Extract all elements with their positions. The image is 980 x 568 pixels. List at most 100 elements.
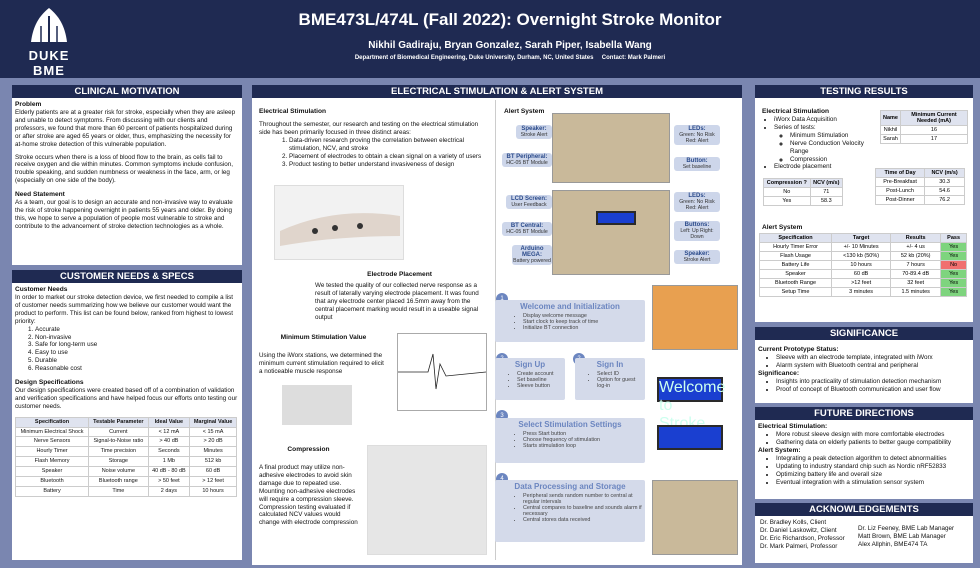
ack-name: Matt Brown, BME Lab Manager: [858, 532, 946, 540]
contact: Contact: Mark Palmeri: [601, 55, 666, 61]
label-sub: Set baseline: [682, 164, 712, 170]
cell: 40 dB - 80 dB: [147, 466, 191, 477]
cell: <130 kb (50%): [831, 251, 892, 261]
pass-cell: Yes: [940, 251, 967, 261]
cell: 32 feet: [890, 278, 942, 288]
acknowledgements-panel: ACKNOWLEDGEMENTS Dr. Bradley Kolls, Clie…: [755, 503, 973, 563]
label-title: BT Central:: [510, 223, 544, 229]
cell: > 20 dB: [189, 436, 237, 448]
data-photo: [652, 480, 738, 555]
lcd-screen: [596, 211, 636, 225]
cell: 3 minutes: [831, 287, 892, 297]
future-as-heading: Alert System:: [758, 446, 801, 454]
list-item: Peripheral sends random number to centra…: [523, 493, 645, 505]
cell: Time: [88, 485, 149, 497]
cell: 10 hours: [189, 485, 237, 497]
cell: Yes: [763, 196, 811, 206]
label-bt-central: BT Central:HC-05 BT Module: [502, 222, 552, 236]
flow-welcome: Welcome and Initialization Display welco…: [495, 300, 645, 342]
cell: Nerve Sensors: [14, 436, 90, 448]
flow-title: Sign Up: [514, 360, 546, 369]
list-item: Electrode placement: [774, 163, 876, 171]
flow-settings: Select Stimulation Settings Press Start …: [495, 418, 645, 463]
status-heading: Current Prototype Status:: [758, 346, 839, 353]
list-item: Gathering data on elderly patients to be…: [776, 439, 970, 447]
ack-name: Dr. Liz Feeney, BME Lab Manager: [858, 525, 955, 532]
label-title: LCD Screen:: [510, 196, 547, 202]
compression-photos: [367, 445, 487, 555]
lcd-line: Welcome to: [659, 379, 726, 414]
section-header: FUTURE DIRECTIONS: [755, 407, 973, 420]
cell: 17: [899, 134, 969, 144]
section-header: ELECTRICAL STIMULATION & ALERT SYSTEM: [252, 85, 742, 98]
label-title: Speaker:: [684, 251, 710, 257]
label-sub: Stroke Alert: [520, 132, 548, 138]
cell: 512 kb: [189, 456, 237, 468]
table-row: Hourly Timer Error+/- 10 Minutes+/- 4 us…: [758, 242, 967, 252]
pass-cell: Yes: [940, 287, 967, 297]
label-leds-2: LEDs:Green: No Risk Red: Alert: [674, 192, 720, 212]
ack-name: Dr. Daniel Laskowitz, Client: [760, 526, 837, 534]
poster-header: DUKE BME BME473L/474L (Fall 2022): Overn…: [0, 0, 980, 78]
testing-results-panel: TESTING RESULTS Electrical Stimulation i…: [755, 85, 973, 322]
label-sub: Green: No Risk Red: Alert: [679, 132, 715, 144]
arm-electrode-photo: [274, 185, 404, 260]
label-title: LEDs:: [688, 126, 706, 132]
need-text: As a team, our goal is to design an accu…: [15, 199, 233, 230]
comp-heading: Compression: [287, 446, 330, 453]
list-item: Start clock to keep track of time: [523, 319, 645, 325]
list-item: Integrating a peak detection algorithm t…: [776, 455, 970, 463]
cell: > 12 feet: [189, 475, 237, 487]
list-item: Proof of concept of Bluetooth communicat…: [776, 386, 970, 394]
table-header: NCV (m/s): [809, 178, 844, 188]
label-leds: LEDs:Green: No Risk Red: Alert: [674, 125, 720, 145]
cell: 10 hours: [831, 260, 892, 270]
label-speaker: Speaker:Stroke Alert: [516, 125, 552, 139]
list-item: Press Start button: [523, 431, 645, 437]
cell: Flash Memory: [14, 456, 90, 468]
flow-title: Welcome and Initialization: [520, 302, 620, 311]
label-buttons: Buttons:Left: Up Right: Down: [674, 221, 720, 241]
list-item: iWorx Data Acquisition: [774, 116, 876, 124]
list-item: Central compares to baseline and sounds …: [523, 505, 645, 517]
cell: Flash Usage: [758, 251, 833, 261]
ms-text: Using the iWorx stations, we determined …: [259, 352, 384, 375]
section-header: ACKNOWLEDGEMENTS: [755, 503, 973, 516]
need-heading: Need Statement: [15, 190, 65, 198]
cell: 2 days: [147, 485, 191, 497]
cell: < 15 mA: [189, 426, 237, 438]
significance-heading: Significance:: [758, 369, 800, 377]
cell: Battery Life: [758, 260, 833, 270]
cell: 71: [809, 187, 844, 197]
label-title: Arduino MEGA:: [520, 246, 544, 258]
cell: Speaker: [758, 269, 833, 279]
bullet-text: Series of tests:: [774, 124, 816, 132]
cell: 58.3: [809, 196, 844, 206]
flow-title: Sign In: [596, 360, 624, 369]
cell: Setup Time: [758, 287, 833, 297]
ack-name: Dr. Eric Richardson, Professor: [760, 534, 845, 542]
es-heading: Electrical Stimulation: [762, 108, 830, 115]
significance-panel: SIGNIFICANCE Current Prototype Status: S…: [755, 327, 973, 403]
department: Department of Biomedical Engineering, Du…: [354, 55, 594, 61]
cell: 60 dB: [831, 269, 892, 279]
cell: Noise volume: [88, 466, 149, 477]
pass-cell: Yes: [940, 278, 967, 288]
enclosure-photo: [652, 285, 738, 350]
cell: Battery: [14, 485, 90, 497]
label-title: Buttons:: [684, 222, 710, 228]
cell: Current: [88, 426, 149, 438]
chapel-icon: [31, 8, 67, 42]
label-lcd: LCD Screen:User Feedback: [506, 195, 552, 209]
table-header: Name: [880, 110, 901, 126]
list-item: Safe for long-term use: [35, 341, 239, 349]
